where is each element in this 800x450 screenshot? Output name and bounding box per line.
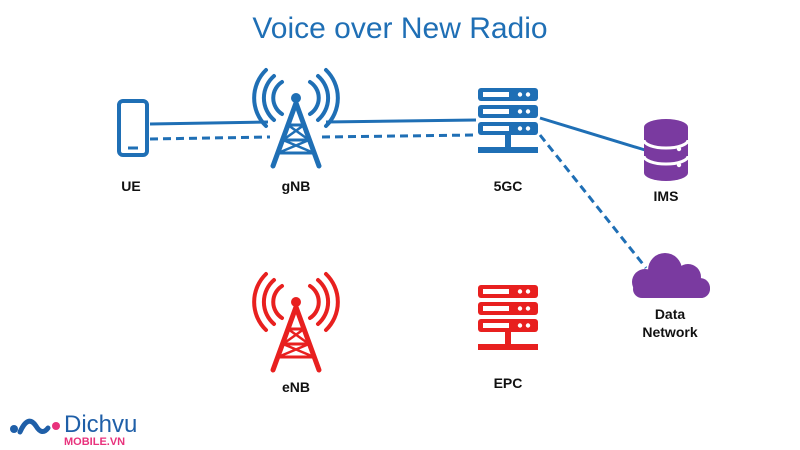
- smartphone-icon: [117, 99, 149, 157]
- link-5gc-data-network: [538, 134, 648, 269]
- link-gnb-5gc-dashed: [321, 133, 477, 139]
- brand-logo: Dichvu MOBILE.VN: [10, 411, 137, 448]
- link-gnb-5gc-solid: [325, 118, 477, 124]
- enb-antenna-tower-icon: [252, 272, 340, 373]
- logo-wave-icon: [10, 418, 60, 435]
- database-icon: [642, 119, 690, 181]
- 5gc-label: 5GC: [494, 178, 523, 194]
- epc-label: EPC: [494, 375, 523, 391]
- data-network-label-line2: Network: [642, 324, 697, 340]
- gnb-label: gNB: [282, 178, 311, 194]
- link-ue-gnb-solid: [149, 120, 269, 126]
- logo-text-mobile: MOBILE.VN: [64, 436, 125, 448]
- ims-label: IMS: [654, 188, 679, 204]
- ue-label: UE: [121, 178, 140, 194]
- link-5gc-ims: [539, 116, 646, 152]
- data-network-label-line1: Data: [655, 306, 686, 322]
- diagram-title: Voice over New Radio: [252, 12, 548, 45]
- link-ue-gnb-dashed: [149, 135, 271, 141]
- 5gc-server-rack-icon: [478, 88, 538, 153]
- cloud-icon: [632, 253, 710, 298]
- epc-server-rack-icon: [478, 285, 538, 350]
- logo-text-dichvu: Dichvu: [64, 411, 137, 438]
- gnb-antenna-tower-icon: [252, 68, 340, 169]
- enb-label: eNB: [282, 379, 310, 395]
